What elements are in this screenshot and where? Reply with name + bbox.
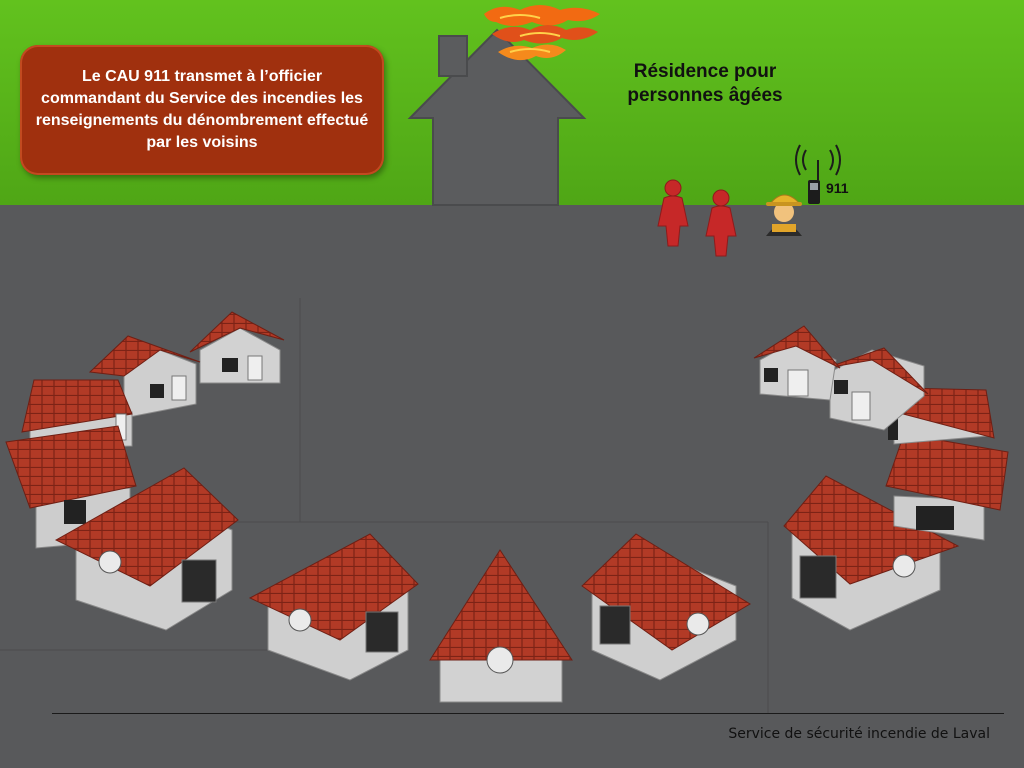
info-callout: Le CAU 911 transmet à l’officier command…	[20, 45, 384, 175]
house-icon	[581, 533, 751, 681]
footer-credit: Service de sécurité incendie de Laval	[728, 726, 990, 742]
house-icon	[54, 467, 239, 631]
house-icon	[825, 347, 929, 431]
house-icon	[753, 325, 841, 401]
house-icon	[88, 335, 201, 419]
house-icon	[248, 533, 419, 681]
residence-label: Résidence pour personnes âgées	[627, 61, 783, 106]
house-icon	[189, 311, 285, 384]
house-icon	[885, 433, 1009, 541]
phone-icon	[795, 144, 841, 204]
house-icon	[429, 549, 573, 703]
house-icon	[783, 475, 960, 631]
fire-icon	[484, 5, 600, 61]
house-icon	[5, 425, 137, 549]
firefighter-icon	[766, 194, 802, 236]
person-icon	[705, 189, 737, 257]
footer-divider	[52, 713, 1004, 714]
residence-house	[407, 28, 587, 206]
house-icon	[887, 387, 995, 445]
person-icon	[657, 179, 689, 247]
phone-911-label: 911	[826, 180, 849, 196]
callout-text: Le CAU 911 transmet à l’officier command…	[35, 68, 369, 151]
